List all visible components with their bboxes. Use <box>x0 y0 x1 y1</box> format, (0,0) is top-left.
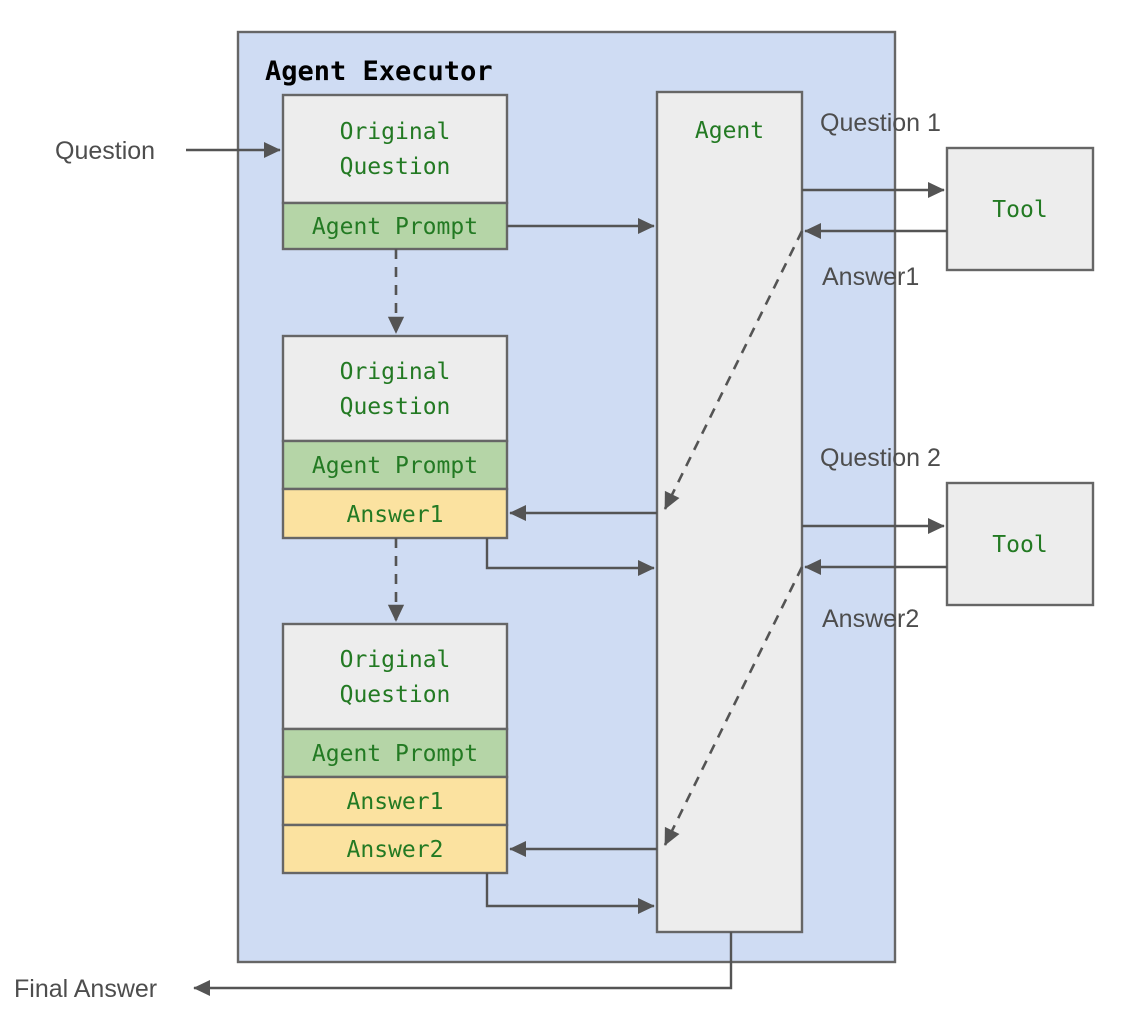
tool-box-2-label: Tool <box>992 532 1047 558</box>
stack-3-answer1-label: Answer1 <box>347 789 444 815</box>
stack-1-agent-prompt-row <box>281 201 509 251</box>
agent-column-label: Agent <box>695 118 764 144</box>
tool-box-2 <box>945 481 1095 607</box>
stack-2-agent-prompt-label: Agent Prompt <box>312 453 478 479</box>
final-answer-label: Final Answer <box>14 975 157 1003</box>
tool2-question-label: Question 2 <box>820 444 941 472</box>
stack-1-original-question-line1: Original <box>340 119 451 145</box>
agent-executor-title: Agent Executor <box>265 56 493 87</box>
input-question-label: Question <box>55 137 155 165</box>
stack-3-answer2-label: Answer2 <box>347 837 444 863</box>
connector-agent-internal-dashed-1 <box>663 230 804 510</box>
stack-1-original-question-line2: Question <box>340 154 451 180</box>
connector-stack2-to-agent <box>485 538 655 576</box>
stack-3-agent-prompt-label: Agent Prompt <box>312 741 478 767</box>
stack-3-original-question-line1: Original <box>340 647 451 673</box>
stack-1-agent-prompt-label: Agent Prompt <box>312 214 478 240</box>
connector-stack3-to-agent <box>485 873 655 914</box>
stack-2-original-question-line1: Original <box>340 359 451 385</box>
stack-2-answer1-label: Answer1 <box>347 502 444 528</box>
stack-2-answer1-row <box>281 487 509 540</box>
stack-3-answer1-row <box>281 775 509 827</box>
stack-3-original-question-line2: Question <box>340 682 451 708</box>
tool2-answer-label: Answer2 <box>822 605 919 633</box>
connector-agent-internal-dashed-2 <box>663 566 804 846</box>
agent-column <box>655 90 804 934</box>
stack-2-original-question-line2: Question <box>340 394 451 420</box>
tool-box-1-label: Tool <box>992 197 1047 223</box>
stack-1-original-question-row <box>281 93 509 205</box>
prompt-stack-2: Original Question Agent Prompt Answer1 <box>281 334 509 540</box>
prompt-stack-1: Original Question Agent Prompt <box>281 93 509 251</box>
tool-box-1 <box>945 146 1095 272</box>
prompt-stack-3: Original Question Agent Prompt Answer1 A… <box>281 622 509 875</box>
stack-3-original-question-row <box>281 622 509 731</box>
stack-3-answer2-row <box>281 823 509 875</box>
stack-2-original-question-row <box>281 334 509 443</box>
tool1-answer-label: Answer1 <box>822 263 919 291</box>
connector-agent-to-final-answer <box>193 932 733 996</box>
tool1-question-label: Question 1 <box>820 109 941 137</box>
